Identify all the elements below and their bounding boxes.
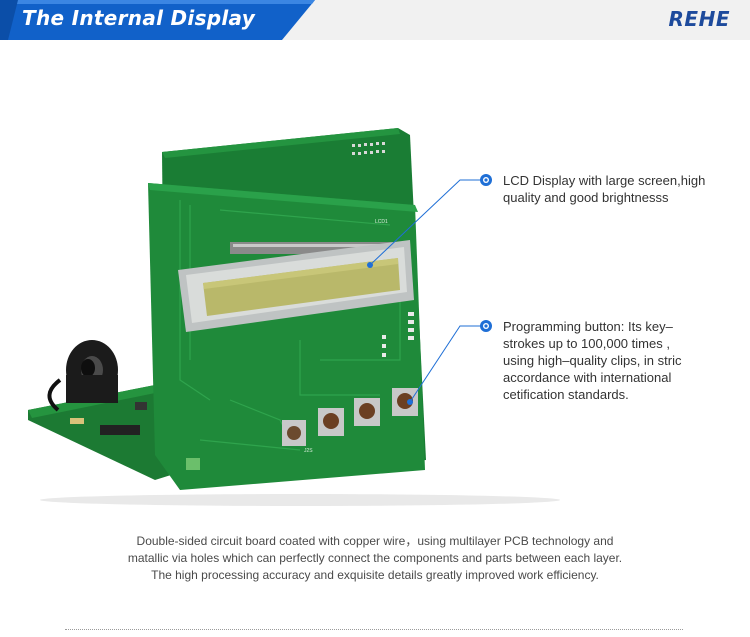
lcd-callout-dot	[367, 262, 373, 268]
brand-logo: REHE	[668, 7, 730, 31]
caption-line3: The high processing accuracy and exquisi…	[151, 568, 599, 582]
side-components	[382, 312, 414, 357]
button-callout-line	[409, 325, 483, 403]
connector	[186, 458, 200, 470]
caption-line2: matallic via holes which can perfectly c…	[127, 551, 623, 565]
lcd-module	[178, 240, 414, 332]
button-callout-line1: Programming button: Its key–	[503, 319, 673, 334]
button-callout-line5: cetification standards.	[503, 387, 629, 402]
tactile-buttons	[282, 388, 418, 446]
switch-silkscreen: J2S	[304, 448, 313, 454]
button-callout-line4: accordance with international	[503, 370, 672, 385]
header-bar: The Internal Display REHE	[0, 0, 750, 40]
pin-header	[352, 142, 385, 155]
lcd-callout-marker	[480, 174, 492, 186]
description-caption: Double-sided circuit board coated with c…	[40, 533, 710, 584]
lcd-silkscreen: LCD1	[375, 219, 388, 225]
lcd-callout-line2: quality and good brightnesss	[503, 190, 669, 205]
button-callout-text: Programming button: Its key– strokes up …	[503, 318, 713, 403]
button-callout-dot	[407, 399, 413, 405]
caption-line1: Double-sided circuit board coated with c…	[136, 534, 614, 548]
lcd-callout-line1: LCD Display with large screen,high	[503, 173, 706, 188]
button-callout-line2: strokes up to 100,000 times ,	[503, 336, 670, 351]
button-callout-line3: using high–quality clips, in stric	[503, 353, 682, 368]
lcd-callout-line	[369, 179, 483, 266]
base-components	[70, 402, 147, 435]
divider	[65, 629, 683, 630]
lcd-callout-text: LCD Display with large screen,high quali…	[503, 172, 743, 206]
title-banner	[0, 0, 315, 40]
page-title: The Internal Display	[22, 6, 256, 30]
button-callout-marker	[480, 320, 492, 332]
current-transformer	[47, 340, 118, 412]
circuit-board-image: LCD1 J2S	[28, 128, 560, 506]
